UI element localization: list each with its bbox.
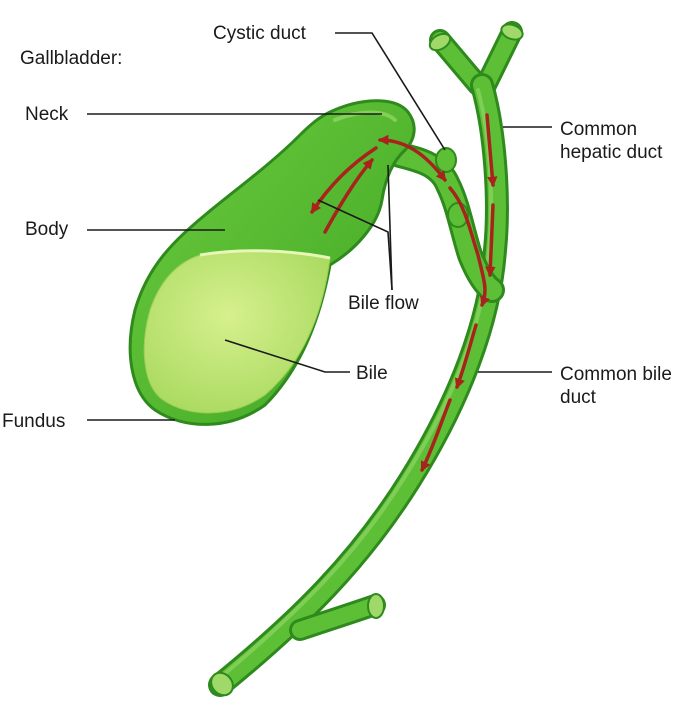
label-bile: Bile xyxy=(356,362,388,385)
cystic-duct xyxy=(400,148,492,290)
label-neck: Neck xyxy=(25,103,68,126)
label-common-hepatic-duct: Common hepatic duct xyxy=(560,118,685,164)
label-gallbladder: Gallbladder: xyxy=(20,47,122,70)
bile-fill xyxy=(144,251,330,413)
label-cystic-duct: Cystic duct xyxy=(213,22,306,45)
label-common-bile-duct: Common bile duct xyxy=(560,363,685,409)
label-body: Body xyxy=(25,218,68,241)
duct-opening-branch xyxy=(368,594,384,618)
label-fundus: Fundus xyxy=(2,410,65,433)
label-bile-flow: Bile flow xyxy=(348,292,419,315)
